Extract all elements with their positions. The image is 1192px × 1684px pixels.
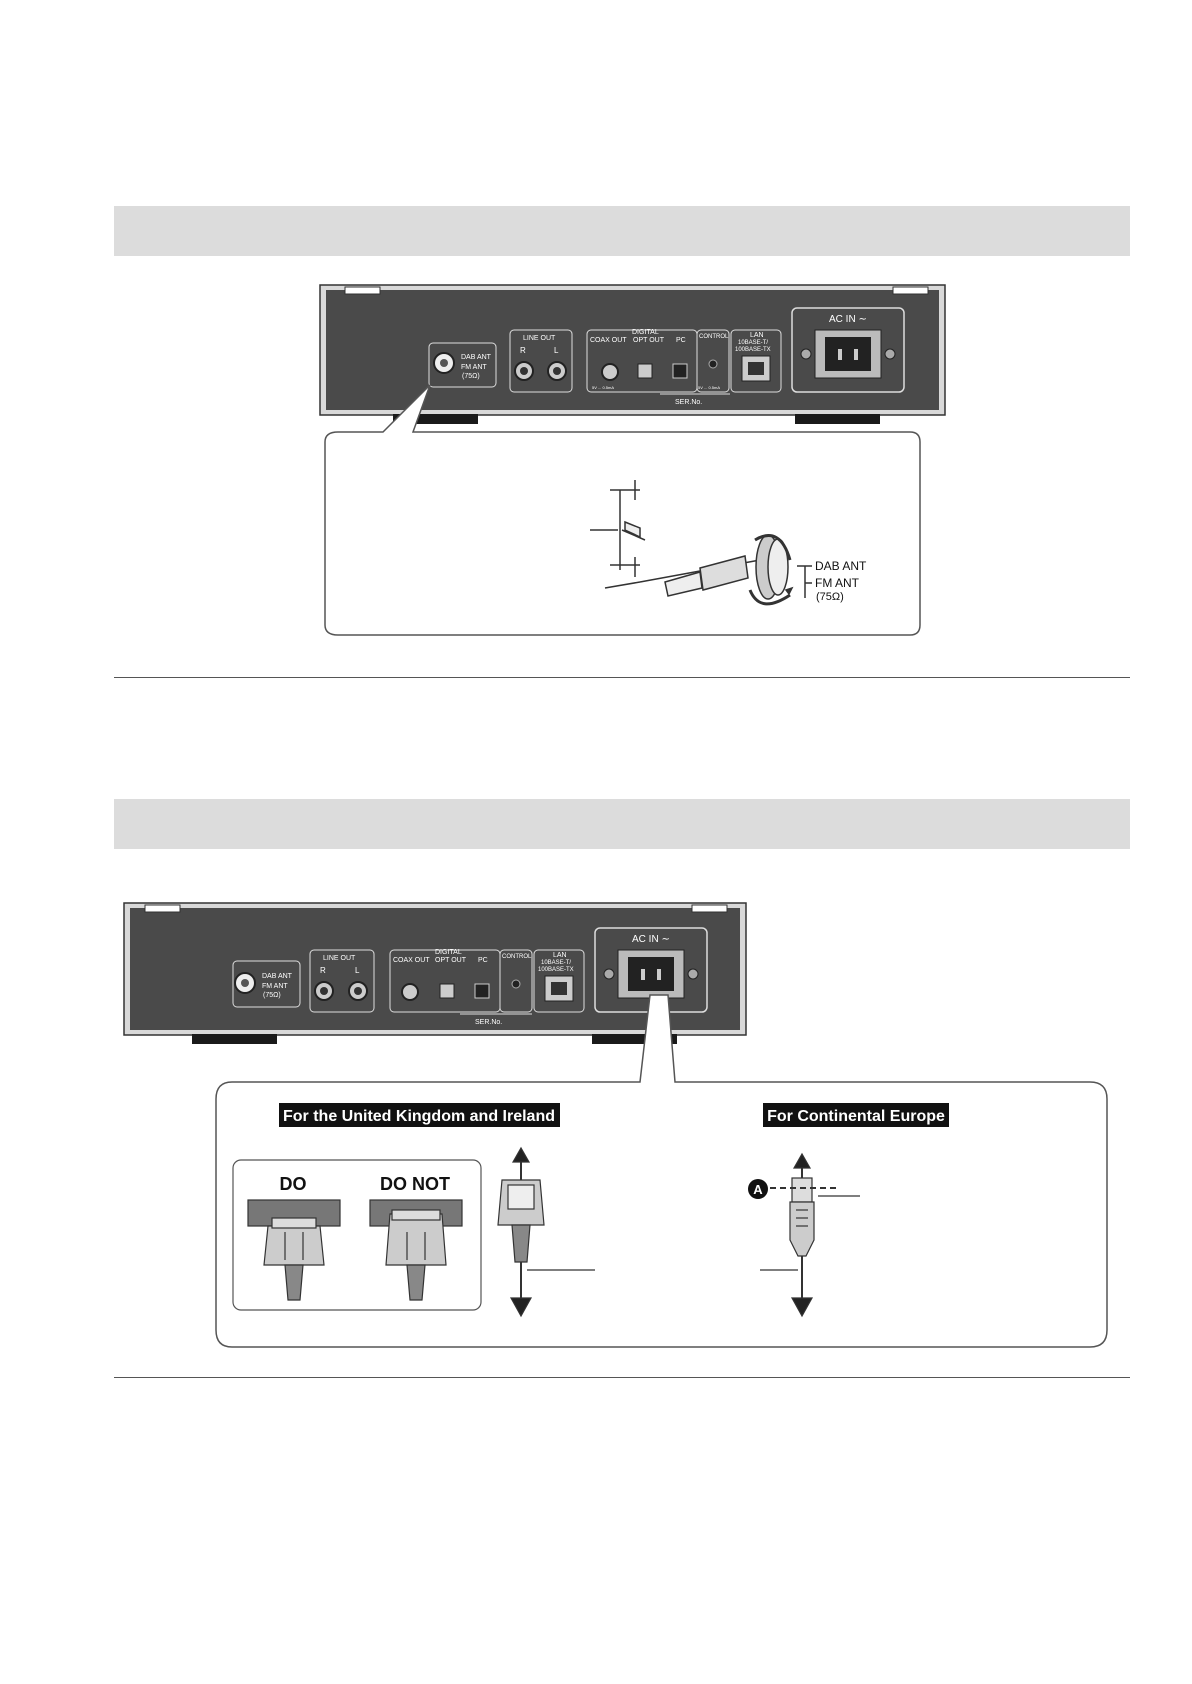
do-label: DO — [280, 1174, 307, 1194]
device-rating-2: 5V ... 0.5mA — [698, 385, 720, 390]
device2-control-label: CONTROL — [502, 954, 532, 960]
device-pc-label: PC — [676, 337, 686, 344]
plug-do-illustration — [247, 1199, 341, 1301]
device2-line-out-label: LINE OUT — [323, 955, 356, 962]
device-l-label: L — [554, 346, 559, 355]
device2-ohm-label: (75Ω) — [263, 992, 281, 999]
plug-do-not-illustration — [369, 1199, 463, 1301]
device-ohm-label: (75Ω) — [462, 373, 480, 380]
device-digital-label: DIGITAL — [632, 329, 659, 336]
device-opt-out-label: OPT OUT — [633, 337, 665, 344]
device-ac-in-label: AC IN ∼ — [829, 314, 867, 325]
uk-label-bg — [279, 1103, 560, 1127]
device2-lan-spec-2: 100BASE-TX — [538, 967, 574, 973]
uk-plug-pull-illustration — [497, 1146, 595, 1318]
eu-label: For Continental Europe — [767, 1108, 945, 1125]
device-fm-ant-label: FM ANT — [461, 364, 487, 371]
device-lan-spec-2: 100BASE-TX — [735, 347, 771, 353]
device-ser-no-label: SER.No. — [675, 399, 702, 406]
device-rear-panel: DAB ANT FM ANT (75Ω) LINE OUT R L DIGITA… — [319, 284, 946, 424]
uk-label: For the United Kingdom and Ireland — [283, 1108, 555, 1125]
marker-a-circle — [748, 1179, 768, 1199]
device2-digital-label: DIGITAL — [435, 949, 462, 956]
section-header-band-1 — [114, 206, 1130, 256]
eu-label-bg — [763, 1103, 949, 1127]
marker-a-label: A — [753, 1182, 763, 1197]
callout-ohm-label: (75Ω) — [816, 591, 844, 603]
device2-coax-out-label: COAX OUT — [393, 957, 430, 964]
device-r-label: R — [520, 346, 526, 355]
device-rating-1: 5V ... 0.5mA — [592, 385, 614, 390]
do-not-label: DO NOT — [380, 1174, 450, 1194]
section-header-band-2 — [114, 799, 1130, 849]
device2-r-label: R — [320, 966, 326, 975]
callout-dab-ant-label: DAB ANT — [815, 559, 867, 573]
device2-l-label: L — [355, 966, 360, 975]
device-control-label: CONTROL — [699, 334, 729, 340]
section-divider-1 — [114, 677, 1130, 678]
device-lan-label: LAN — [750, 332, 764, 339]
device-line-out-label: LINE OUT — [523, 335, 556, 342]
antenna-plug-illustration — [590, 480, 812, 606]
device-coax-out-label: COAX OUT — [590, 337, 627, 344]
device2-opt-out-label: OPT OUT — [435, 957, 467, 964]
eu-plug-pull-illustration — [760, 1152, 860, 1318]
callout-fm-ant-label: FM ANT — [815, 576, 860, 590]
section-divider-2 — [114, 1377, 1130, 1378]
device2-lan-label: LAN — [553, 952, 567, 959]
device-lan-spec-1: 10BASE-T/ — [738, 340, 768, 346]
device2-dab-ant-label: DAB ANT — [262, 973, 293, 980]
device2-lan-spec-1: 10BASE-T/ — [541, 960, 571, 966]
device-dab-ant-label: DAB ANT — [461, 354, 492, 361]
device2-pc-label: PC — [478, 957, 488, 964]
device2-ser-no-label: SER.No. — [475, 1019, 502, 1026]
device2-fm-ant-label: FM ANT — [262, 983, 288, 990]
device2-ac-in-label: AC IN ∼ — [632, 934, 670, 945]
